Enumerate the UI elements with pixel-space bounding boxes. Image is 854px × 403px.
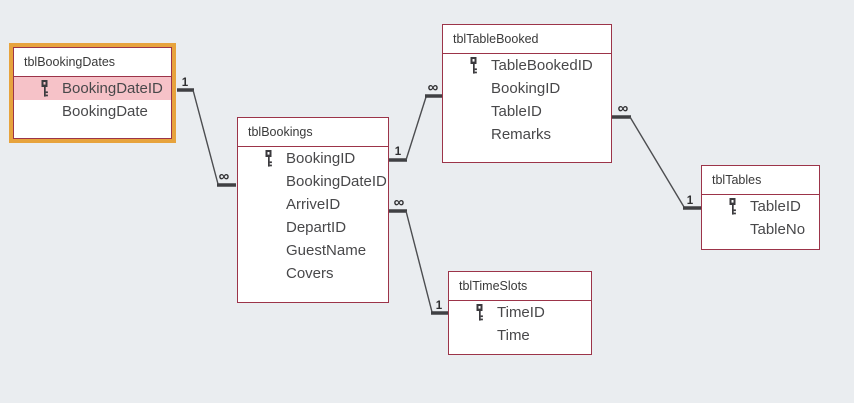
field-row[interactable]: BookingDateID — [14, 77, 171, 100]
field-row[interactable]: BookingDateID — [238, 170, 388, 193]
field-name: Remarks — [491, 126, 552, 143]
field-name: TableBookedID — [491, 57, 593, 74]
table-tbltimeslots[interactable]: tblTimeSlots TimeID Time — [448, 271, 592, 355]
field-name: Covers — [286, 265, 334, 282]
field-name: BookingID — [286, 150, 356, 167]
table-title[interactable]: tblTimeSlots — [449, 272, 591, 301]
field-name: Time — [497, 327, 530, 344]
field-name: TableNo — [750, 221, 806, 238]
field-row[interactable]: Remarks — [443, 123, 611, 146]
field-name: GuestName — [286, 242, 367, 259]
cardinality-label: 1 — [395, 146, 402, 158]
field-row[interactable]: Covers — [238, 262, 388, 285]
field-name: BookingDateID — [62, 80, 163, 97]
field-row[interactable]: BookingID — [238, 147, 388, 170]
primary-key-icon — [729, 198, 736, 215]
field-row[interactable]: DepartID — [238, 216, 388, 239]
table-tbltablebooked[interactable]: tblTableBooked TableBookedID BookingID T… — [442, 24, 612, 163]
field-row[interactable]: BookingDate — [14, 100, 171, 123]
relationship-bookingdates-bookings[interactable]: 1 ∞ — [177, 77, 236, 187]
primary-key-icon — [265, 150, 272, 167]
table-title[interactable]: tblBookings — [238, 118, 388, 147]
field-name: ArriveID — [286, 196, 341, 213]
field-row[interactable]: Time — [449, 324, 591, 347]
field-name: BookingDateID — [286, 173, 387, 190]
cardinality-label: ∞ — [219, 168, 230, 185]
field-name: BookingID — [491, 80, 561, 97]
primary-key-icon — [476, 304, 483, 321]
table-title[interactable]: tblBookingDates — [14, 48, 171, 77]
field-name: TableID — [491, 103, 542, 120]
table-tblbookings[interactable]: tblBookings BookingID BookingDateID Arri… — [237, 117, 389, 303]
field-row[interactable]: ArriveID — [238, 193, 388, 216]
field-name: TableID — [750, 198, 801, 215]
table-title[interactable]: tblTables — [702, 166, 819, 195]
primary-key-icon — [470, 57, 477, 74]
cardinality-label: ∞ — [618, 100, 629, 117]
cardinality-label: 1 — [182, 77, 189, 89]
table-title[interactable]: tblTableBooked — [443, 25, 611, 54]
field-row[interactable]: TableBookedID — [443, 54, 611, 77]
field-name: BookingDate — [62, 103, 148, 120]
field-name: TimeID — [497, 304, 545, 321]
cardinality-label: 1 — [687, 195, 694, 207]
field-row[interactable]: TableNo — [702, 218, 819, 241]
table-tbltables[interactable]: tblTables TableID TableNo — [701, 165, 820, 250]
relationship-bookings-timeslots[interactable]: ∞ 1 — [389, 194, 448, 315]
table-tblbookingdates[interactable]: tblBookingDates BookingDateID BookingDat… — [13, 47, 172, 139]
field-row[interactable]: BookingID — [443, 77, 611, 100]
relationship-tablebooked-tables[interactable]: ∞ 1 — [611, 100, 701, 210]
field-row[interactable]: GuestName — [238, 239, 388, 262]
primary-key-icon — [41, 80, 48, 97]
cardinality-label: ∞ — [428, 79, 439, 96]
cardinality-label: 1 — [436, 300, 443, 312]
field-row[interactable]: TableID — [443, 100, 611, 123]
field-name: DepartID — [286, 219, 347, 236]
field-row[interactable]: TableID — [702, 195, 819, 218]
cardinality-label: ∞ — [394, 194, 405, 211]
field-row[interactable]: TimeID — [449, 301, 591, 324]
relationship-bookings-tablebooked[interactable]: 1 ∞ — [389, 79, 442, 162]
